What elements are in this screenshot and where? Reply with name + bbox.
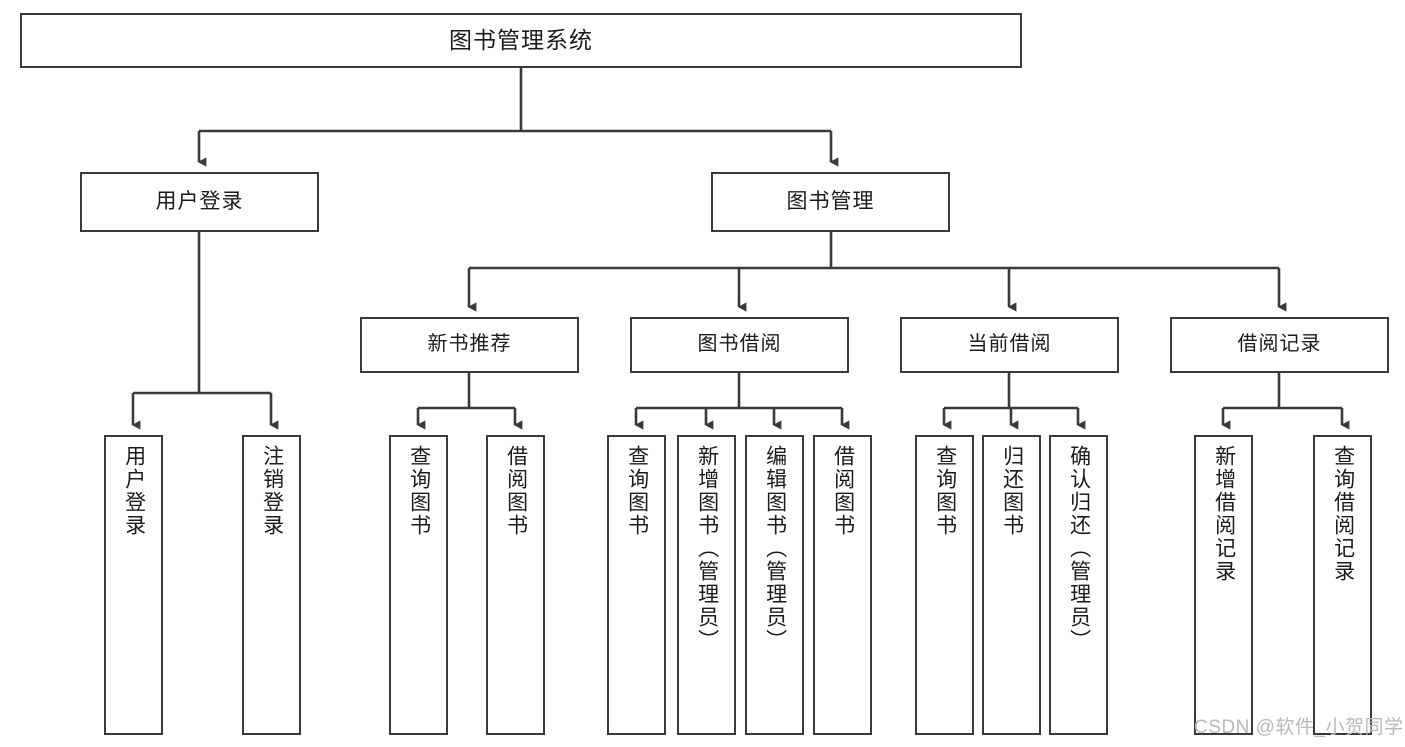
node-label: 新增借阅记录	[1212, 445, 1236, 583]
node-label: 借阅图书	[831, 445, 855, 537]
node-label: 图书管理	[786, 189, 875, 213]
node-label: 图书管理系统	[449, 26, 593, 53]
node-label: 用户登录	[122, 445, 146, 537]
node-label: 用户登录	[155, 189, 244, 213]
node-label: 新书推荐	[427, 333, 512, 356]
node-label: 新增图书（管理员）	[695, 445, 719, 652]
node-label: 查询图书	[933, 445, 957, 537]
node-book-manage[interactable]: 图书管理	[711, 172, 950, 232]
leaf-confirm-return[interactable]: 确认归还（管理员）	[1049, 435, 1108, 735]
node-book-borrow[interactable]: 图书借阅	[630, 317, 849, 373]
leaf-borrow-book-1[interactable]: 借阅图书	[486, 435, 545, 735]
node-label: 查询图书	[625, 445, 649, 537]
node-label: 归还图书	[1000, 445, 1024, 537]
node-label: 注销登录	[260, 445, 284, 537]
node-label: 借阅图书	[504, 445, 528, 537]
csdn-watermark: CSDN @软件_小贺同学	[1194, 717, 1404, 738]
node-borrow-record[interactable]: 借阅记录	[1170, 317, 1389, 373]
node-label: 图书借阅	[697, 333, 782, 356]
leaf-edit-book[interactable]: 编辑图书（管理员）	[745, 435, 804, 735]
leaf-query-book-3[interactable]: 查询图书	[915, 435, 974, 735]
leaf-borrow-book-2[interactable]: 借阅图书	[813, 435, 872, 735]
node-user-login[interactable]: 用户登录	[80, 172, 319, 232]
node-new-book-recommend[interactable]: 新书推荐	[360, 317, 579, 373]
node-label: 当前借阅	[967, 333, 1052, 356]
node-label: 查询图书	[407, 445, 431, 537]
leaf-query-borrow-record[interactable]: 查询借阅记录	[1313, 435, 1372, 735]
leaf-query-book-1[interactable]: 查询图书	[389, 435, 448, 735]
node-current-borrow[interactable]: 当前借阅	[900, 317, 1119, 373]
leaf-user-login[interactable]: 用户登录	[104, 435, 163, 735]
leaf-query-book-2[interactable]: 查询图书	[607, 435, 666, 735]
node-label: 借阅记录	[1237, 333, 1322, 356]
node-label: 编辑图书（管理员）	[763, 445, 787, 652]
leaf-return-book[interactable]: 归还图书	[982, 435, 1041, 735]
leaf-add-book[interactable]: 新增图书（管理员）	[677, 435, 736, 735]
node-root-system[interactable]: 图书管理系统	[20, 13, 1022, 68]
leaf-add-borrow-record[interactable]: 新增借阅记录	[1194, 435, 1253, 735]
leaf-logout-login[interactable]: 注销登录	[242, 435, 301, 735]
node-label: 查询借阅记录	[1331, 445, 1355, 583]
node-label: 确认归还（管理员）	[1067, 445, 1091, 652]
